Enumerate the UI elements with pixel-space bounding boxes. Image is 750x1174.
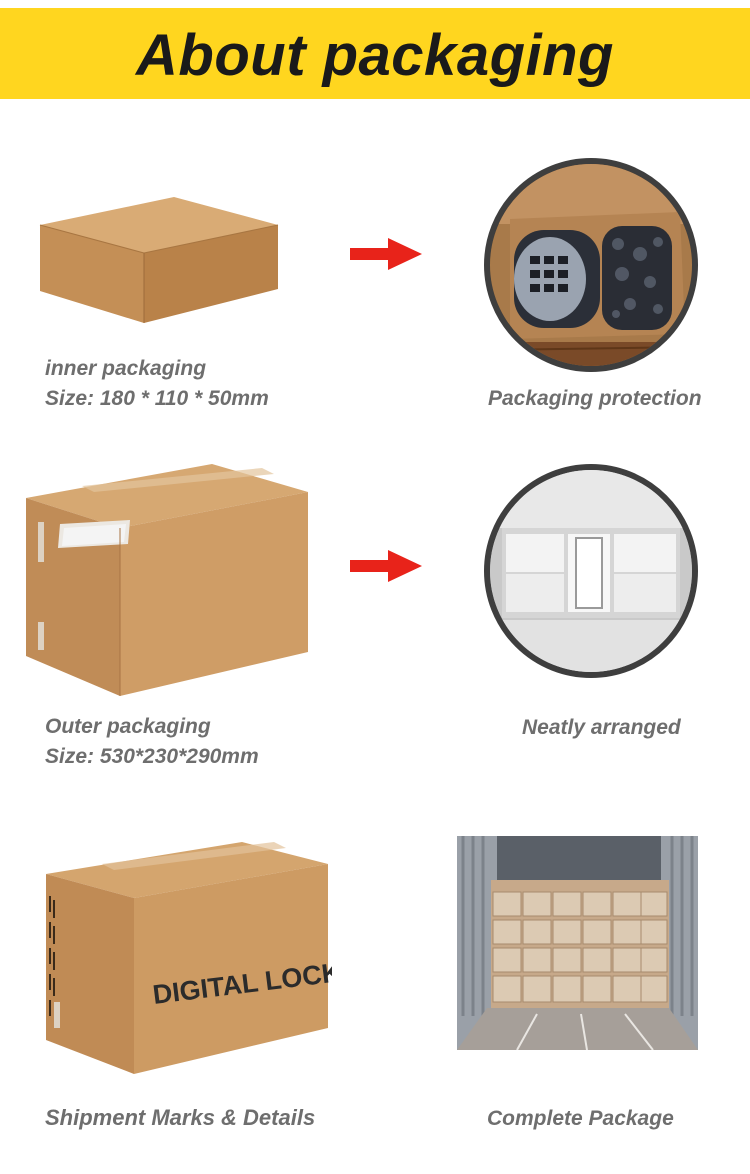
outer-packaging-caption: Outer packaging Size: 530*230*290mm	[45, 712, 259, 772]
page-title: About packaging	[136, 23, 614, 88]
arrow-right-icon	[350, 238, 422, 270]
shipment-box-image: DIGITAL LOCK	[42, 842, 332, 1080]
arrow-right-icon	[350, 550, 422, 582]
outer-packaging-title: Outer packaging	[45, 715, 211, 738]
neatly-arranged-image	[484, 464, 698, 678]
outer-packaging-size: Size: 530*230*290mm	[45, 745, 259, 768]
header-banner: About packaging	[0, 8, 750, 99]
packaging-protection-caption: Packaging protection	[488, 387, 702, 410]
complete-package-caption: Complete Package	[487, 1107, 674, 1130]
outer-box-image	[22, 462, 312, 702]
inner-box-image	[34, 195, 284, 330]
neatly-arranged-caption: Neatly arranged	[522, 716, 681, 739]
packaging-protection-image	[484, 158, 698, 372]
inner-packaging-size: Size: 180 * 110 * 50mm	[45, 387, 269, 410]
container-loaded-image	[457, 836, 698, 1050]
inner-packaging-title: inner packaging	[45, 357, 207, 380]
inner-packaging-caption: inner packaging Size: 180 * 110 * 50mm	[45, 354, 269, 414]
shipment-marks-caption: Shipment Marks & Details	[45, 1105, 316, 1130]
